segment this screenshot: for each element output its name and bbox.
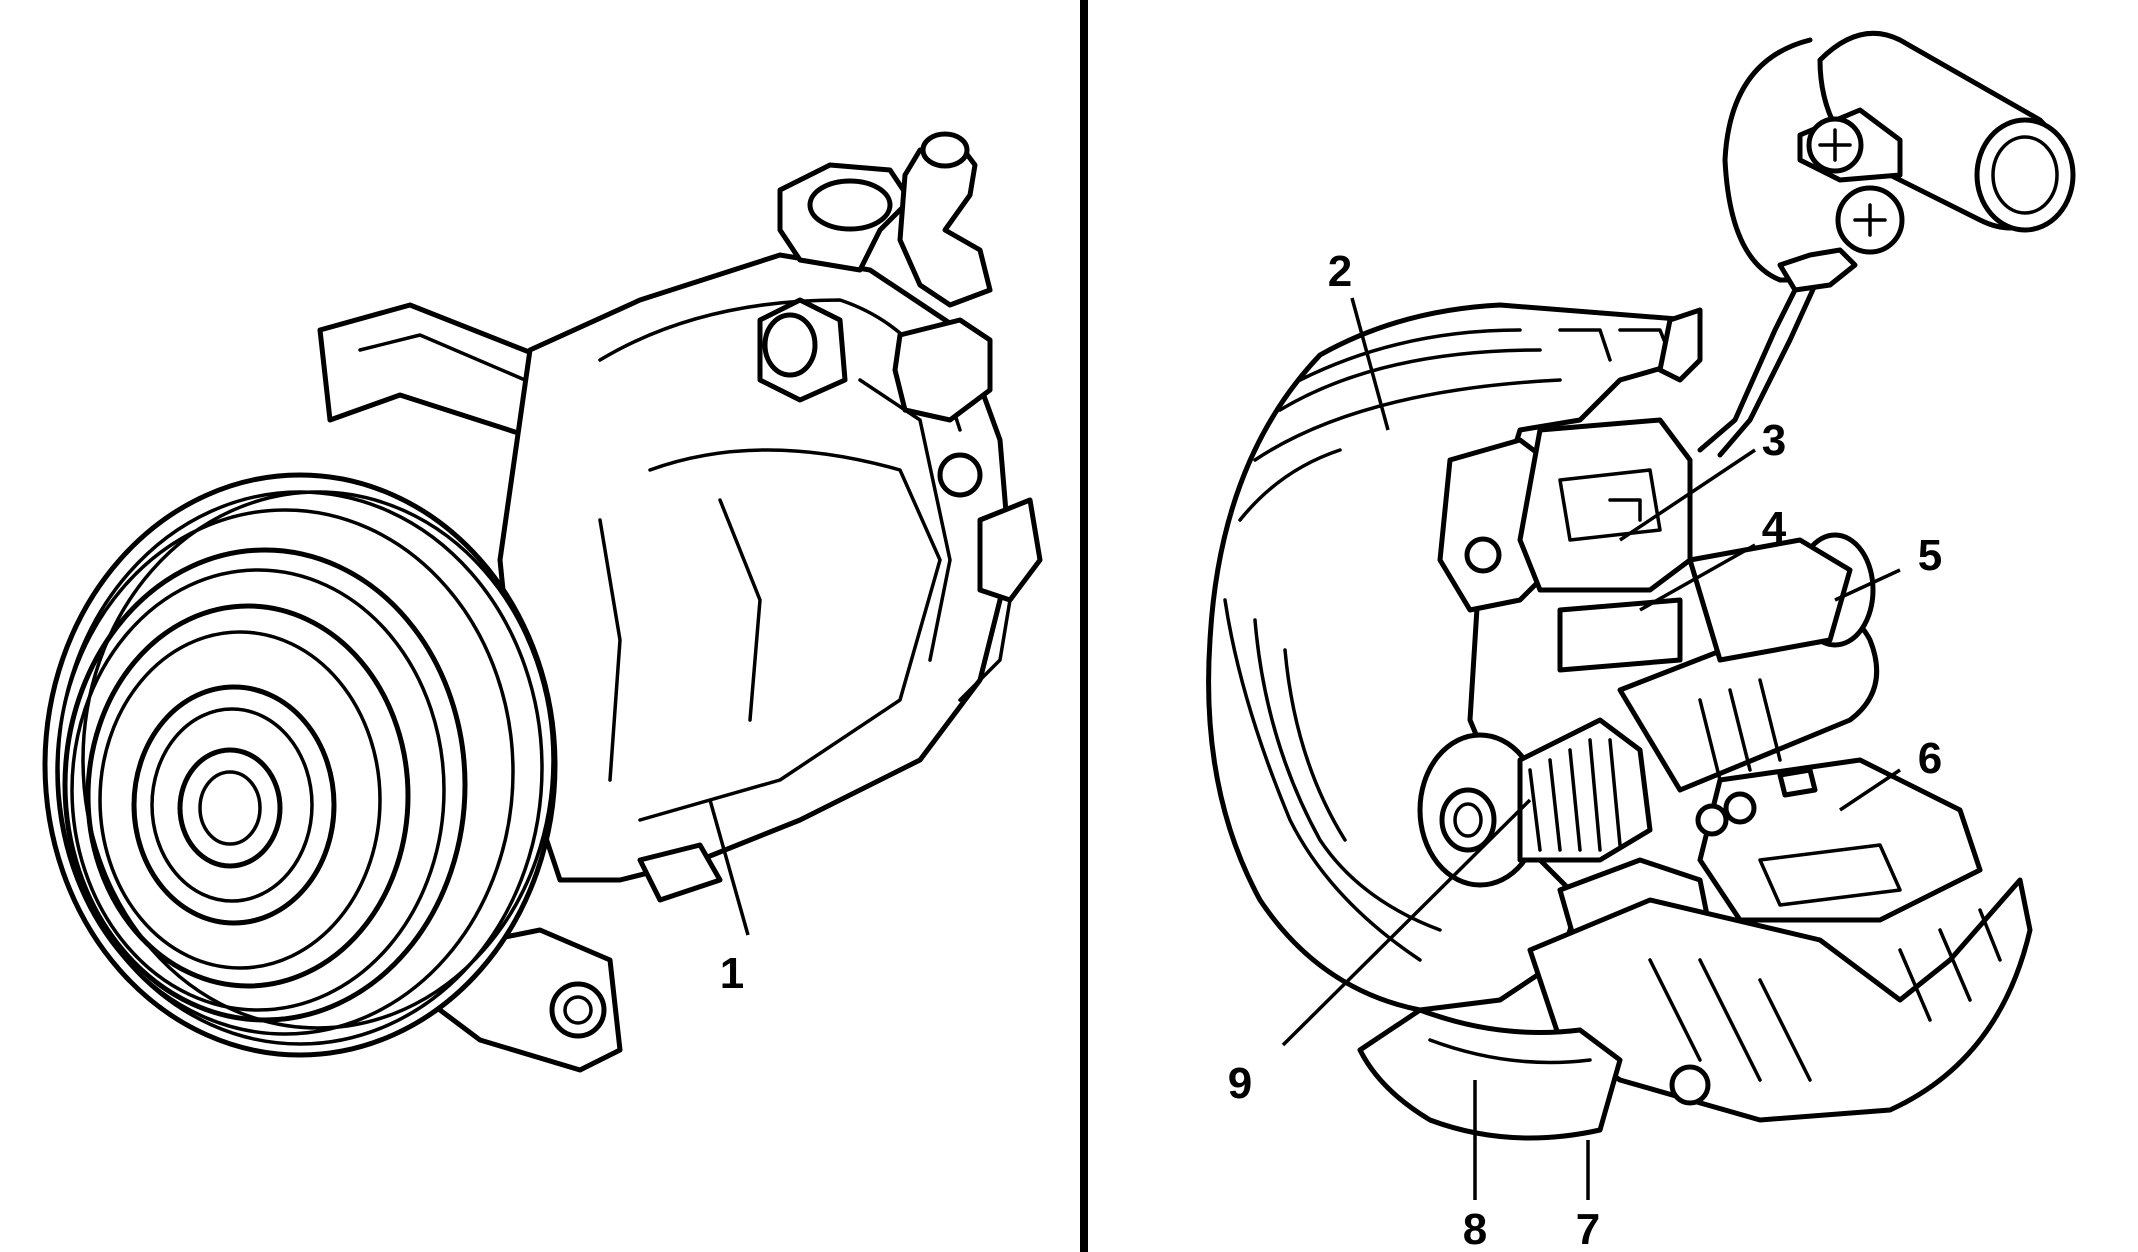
callout-label-1: 1 [720,949,744,998]
callout-7: 7 [1576,1140,1600,1252]
callout-label-8: 8 [1463,1205,1487,1252]
rotor-front-ring [1357,1007,1623,1141]
thermal-switch-body [1517,417,1693,593]
callout-2: 2 [1328,247,1390,431]
callout-5: 5 [1834,531,1942,602]
callout-3: 3 [1619,416,1786,542]
cable-terminal [1777,247,1858,293]
callout-label-3: 3 [1762,416,1786,465]
hub-nut [1439,787,1497,853]
callout-label-2: 2 [1328,247,1352,296]
compressor-shaft [1617,532,1880,793]
callout-label-9: 9 [1228,1059,1252,1108]
service-valve-top [897,142,993,308]
pressure-relief-valve [892,317,993,423]
callout-label-4: 4 [1762,503,1787,552]
splined-hub [1417,717,1653,888]
pulley-cutaway [1206,302,1703,1013]
connector-cable [1722,37,1813,283]
lower-switch-assembly [1695,757,1983,923]
bracket-bolt-hole-bottom [549,981,607,1039]
callout-label-7: 7 [1576,1205,1600,1252]
callout-label-5: 5 [1918,531,1942,580]
callout-8: 8 [1463,1080,1487,1252]
clutch-pulley [42,472,558,1058]
callout-label-6: 6 [1918,734,1942,783]
compressor-assembly-drawing [42,131,1043,1073]
callout-9: 9 [1228,798,1532,1108]
cutaway-clutch-drawing [1206,30,2076,1141]
callout-6: 6 [1839,734,1942,812]
pulley-groove-lower [1527,877,2033,1123]
callout-4: 4 [1639,503,1787,612]
callout-1: 1 [708,799,750,998]
